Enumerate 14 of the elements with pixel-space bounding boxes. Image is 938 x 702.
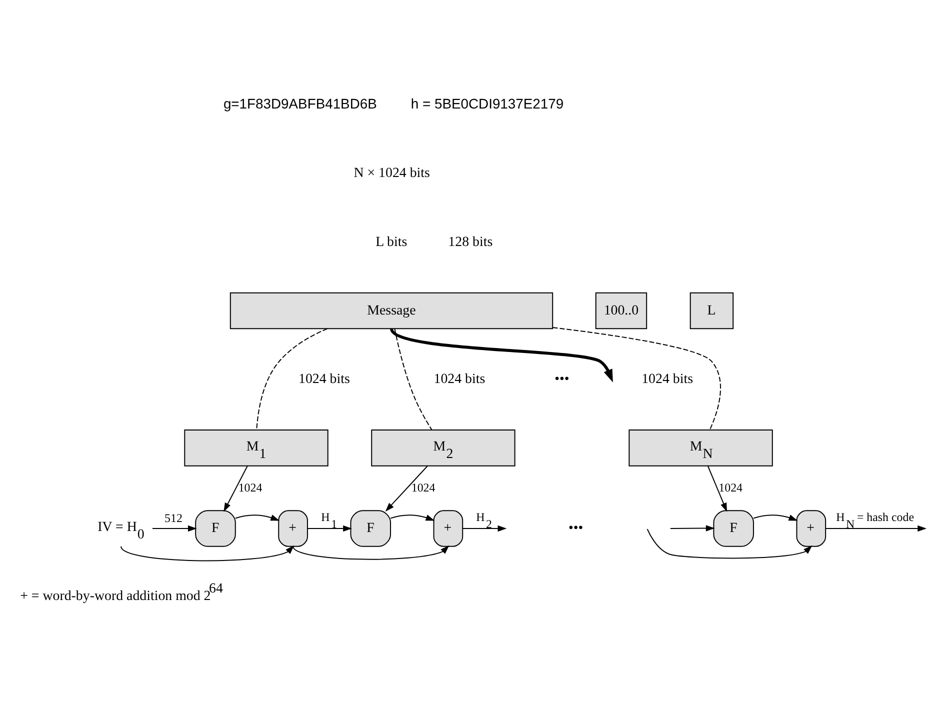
edge-label: 1024: [411, 480, 436, 494]
label: L bits: [376, 234, 408, 250]
label: h = 5BE0CDI9137E2179: [410, 96, 564, 112]
edge-label: 1024: [238, 480, 262, 494]
label: 128 bits: [448, 234, 493, 250]
label: •••: [554, 372, 570, 388]
label: 1024 bits: [434, 372, 486, 388]
label: N × 1024 bits: [354, 166, 430, 182]
label: 1024 bits: [298, 372, 350, 388]
label: •••: [568, 521, 584, 536]
label: 1024 bits: [642, 372, 693, 388]
edge-label: 512: [164, 511, 182, 526]
label: g=1F83D9ABFB41BD6B: [223, 96, 377, 112]
edge-label: 1024: [718, 480, 743, 494]
